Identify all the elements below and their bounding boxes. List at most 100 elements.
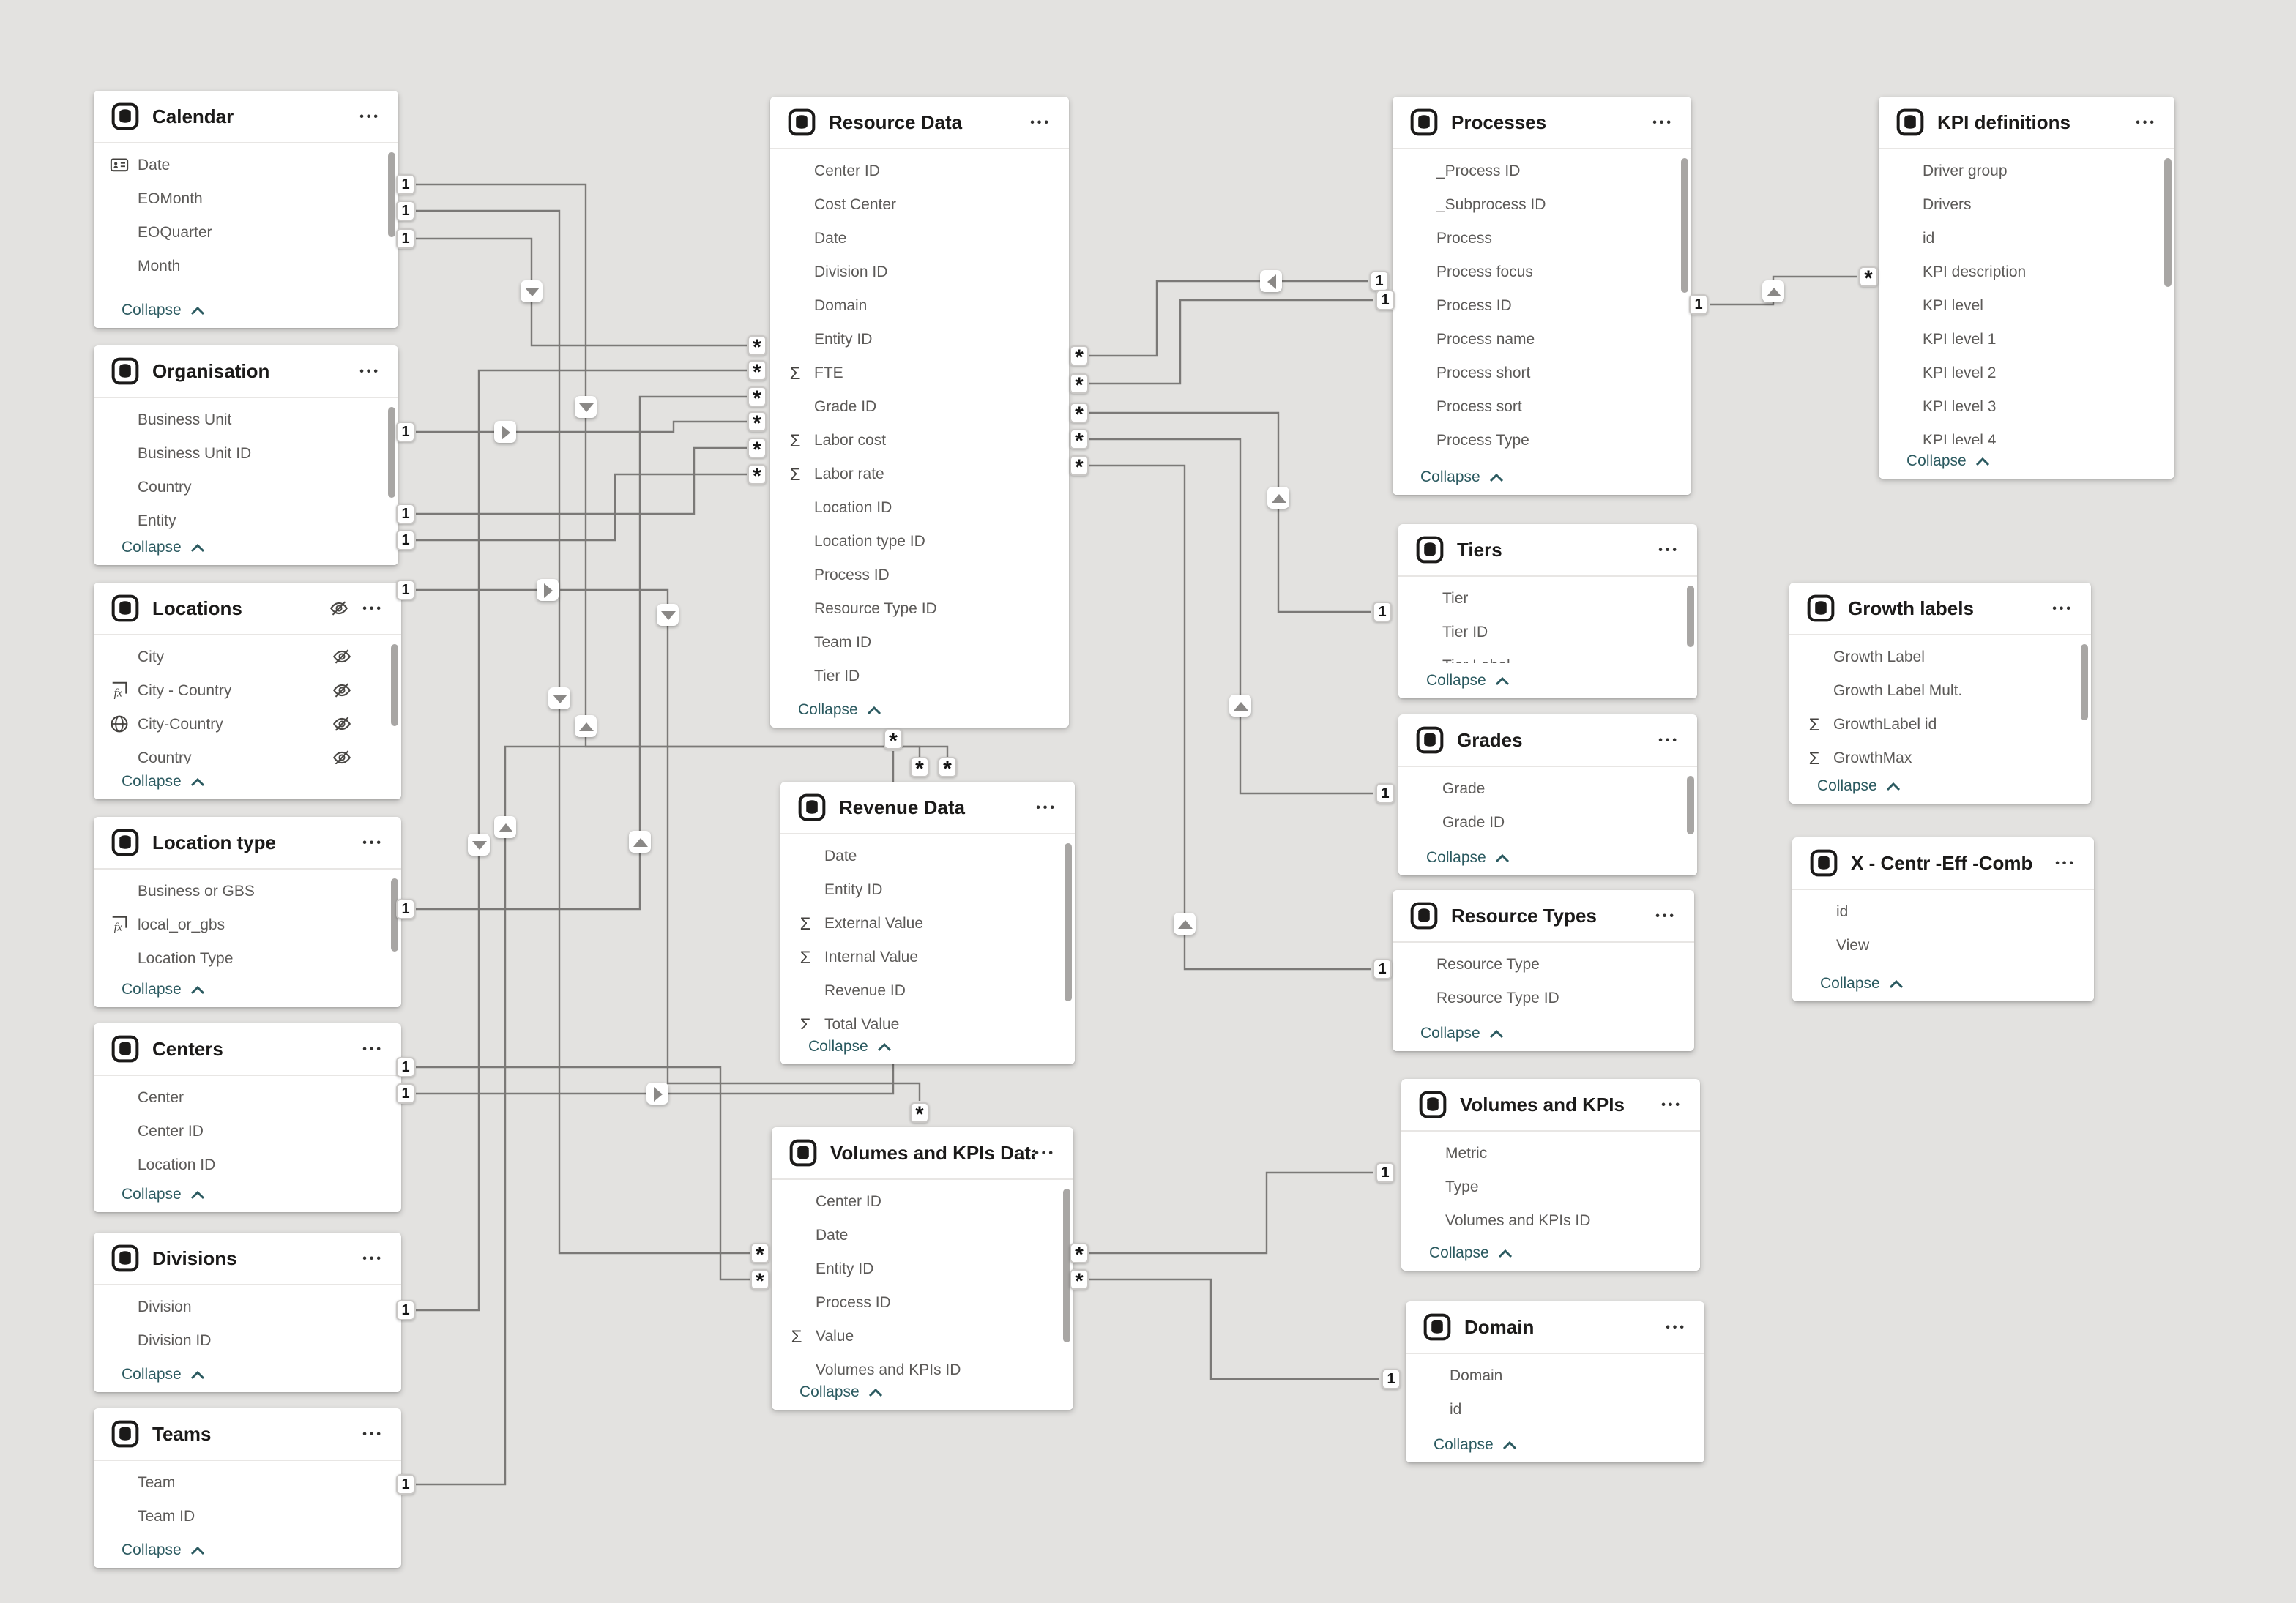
collapse-button[interactable]: Collapse [94, 293, 398, 328]
table-card-calendar[interactable]: Calendar ••• Date EOMonth EOQuarter Mont… [94, 91, 398, 328]
table-card-locations[interactable]: Locations ••• City fx City - Country [94, 583, 401, 799]
field-row[interactable]: Business or GBS [94, 874, 401, 908]
field-row[interactable]: Resource Type ID [1393, 981, 1694, 1015]
field-row[interactable]: Metric [1401, 1136, 1700, 1170]
table-card-header[interactable]: Calendar ••• [94, 91, 398, 143]
field-row[interactable]: Process [1393, 221, 1691, 255]
field-row[interactable]: Team ID [770, 625, 1069, 659]
collapse-button[interactable]: Collapse [94, 1357, 401, 1392]
field-row[interactable]: Process ID [1393, 288, 1691, 322]
table-card-domain[interactable]: Domain ••• Domain id Collapse [1406, 1301, 1704, 1462]
card-scrollbar[interactable] [1687, 776, 1694, 834]
table-card-grades[interactable]: Grades ••• Grade Grade ID Collapse [1398, 714, 1697, 875]
more-options-icon[interactable]: ••• [1035, 1146, 1056, 1159]
table-card-header[interactable]: Volumes and KPIs Data ••• [772, 1127, 1073, 1180]
field-row[interactable]: Date [770, 221, 1069, 255]
more-options-icon[interactable]: ••• [2055, 856, 2076, 870]
filter-direction-arrow-up[interactable] [494, 816, 516, 838]
table-card-header[interactable]: X - Centr -Eff -Comb ••• [1792, 837, 2094, 890]
field-row[interactable]: Drivers [1879, 187, 2174, 221]
field-row[interactable]: Center ID [94, 1114, 401, 1148]
filter-direction-arrow-down[interactable] [521, 280, 543, 302]
field-row[interactable]: Resource Type [1393, 947, 1694, 981]
field-row[interactable]: Team [94, 1465, 401, 1499]
more-options-icon[interactable]: ••• [362, 1252, 384, 1265]
table-card-header[interactable]: Domain ••• [1406, 1301, 1704, 1354]
field-row[interactable]: Cost Center [770, 187, 1069, 221]
field-row[interactable]: Process sort [1393, 389, 1691, 423]
field-row[interactable]: Division ID [94, 1323, 401, 1357]
filter-direction-arrow-down[interactable] [468, 834, 490, 856]
field-row[interactable]: Location type ID [770, 524, 1069, 558]
filter-direction-arrow-down[interactable] [575, 396, 597, 418]
field-row[interactable]: Σ Value [772, 1319, 1073, 1353]
field-row[interactable]: Entity ID [772, 1252, 1073, 1285]
table-card-centers[interactable]: Centers ••• Center Center ID Location ID… [94, 1023, 401, 1212]
field-row[interactable]: Grade ID [770, 389, 1069, 423]
table-card-header[interactable]: Grades ••• [1398, 714, 1697, 767]
field-row[interactable]: Type [1401, 1170, 1700, 1203]
field-row[interactable]: Entity [94, 504, 398, 537]
field-row[interactable]: Business Unit [94, 403, 398, 436]
collapse-button[interactable]: Collapse [770, 692, 1069, 728]
field-row[interactable]: Team ID [94, 1499, 401, 1533]
table-card-header[interactable]: Organisation ••• [94, 345, 398, 398]
table-card-kpi-definitions[interactable]: KPI definitions ••• Driver group Drivers… [1879, 97, 2174, 479]
table-card-organisation[interactable]: Organisation ••• Business Unit Business … [94, 345, 398, 565]
card-scrollbar[interactable] [1065, 843, 1072, 1001]
more-options-icon[interactable]: ••• [1652, 116, 1674, 129]
field-row[interactable]: City-Country [94, 707, 401, 741]
field-row[interactable]: Division [94, 1290, 401, 1323]
more-options-icon[interactable]: ••• [359, 365, 381, 378]
table-card-tiers[interactable]: Tiers ••• Tier Tier ID Tier Label Collap… [1398, 524, 1697, 698]
field-row[interactable]: Σ Internal Value [780, 940, 1075, 974]
more-options-icon[interactable]: ••• [1658, 543, 1680, 556]
table-card-header[interactable]: Resource Data ••• [770, 97, 1069, 149]
filter-direction-arrow-down[interactable] [657, 604, 679, 626]
collapse-button[interactable]: Collapse [772, 1375, 1073, 1410]
card-scrollbar[interactable] [388, 407, 395, 498]
field-row[interactable]: EOQuarter [94, 215, 398, 249]
field-row[interactable]: Division ID [770, 255, 1069, 288]
filter-direction-arrow-up[interactable] [1762, 280, 1784, 302]
field-row[interactable]: Center ID [770, 154, 1069, 187]
field-row[interactable]: Growth Label Mult. [1789, 673, 2091, 707]
card-scrollbar[interactable] [2081, 644, 2088, 720]
filter-direction-arrow-right[interactable] [646, 1083, 668, 1105]
field-row[interactable]: Location ID [770, 490, 1069, 524]
field-row[interactable]: Driver group [1879, 154, 2174, 187]
field-row[interactable]: Entity ID [780, 873, 1075, 906]
table-card-header[interactable]: KPI definitions ••• [1879, 97, 2174, 149]
field-row[interactable]: Σ Labor cost [770, 423, 1069, 457]
collapse-button[interactable]: Collapse [1789, 769, 2091, 804]
filter-direction-arrow-left[interactable] [1260, 270, 1282, 292]
table-card-x-centr-eff-comb[interactable]: X - Centr -Eff -Comb ••• id View Collaps… [1792, 837, 2094, 1001]
table-card-location-type[interactable]: Location type ••• Business or GBS fx loc… [94, 817, 401, 1007]
field-row[interactable]: Σ GrowthLabel id [1789, 707, 2091, 741]
field-row[interactable]: Business Unit ID [94, 436, 398, 470]
field-row[interactable]: Volumes and KPIs ID [1401, 1203, 1700, 1237]
more-options-icon[interactable]: ••• [2052, 602, 2073, 615]
card-scrollbar[interactable] [1681, 158, 1688, 293]
collapse-button[interactable]: Collapse [94, 530, 398, 565]
field-row[interactable]: Center [94, 1080, 401, 1114]
field-row[interactable]: id [1406, 1392, 1704, 1426]
field-row[interactable]: KPI level 1 [1879, 322, 2174, 356]
table-card-header[interactable]: Volumes and KPIs ••• [1401, 1079, 1700, 1132]
field-row[interactable]: Σ Labor rate [770, 457, 1069, 490]
collapse-button[interactable]: Collapse [1398, 663, 1697, 698]
table-card-header[interactable]: Revenue Data ••• [780, 782, 1075, 834]
field-row[interactable]: Process ID [772, 1285, 1073, 1319]
table-card-revenue-data[interactable]: Revenue Data ••• Date Entity ID Σ Extern… [780, 782, 1075, 1064]
collapse-button[interactable]: Collapse [1879, 444, 2174, 479]
collapse-button[interactable]: Collapse [94, 764, 401, 799]
card-scrollbar[interactable] [391, 878, 398, 952]
collapse-button[interactable]: Collapse [780, 1029, 1075, 1064]
field-row[interactable]: KPI description [1879, 255, 2174, 288]
table-card-header[interactable]: Divisions ••• [94, 1233, 401, 1285]
card-scrollbar[interactable] [391, 644, 398, 726]
field-row[interactable]: Process focus [1393, 255, 1691, 288]
filter-direction-arrow-up[interactable] [629, 831, 651, 853]
collapse-button[interactable]: Collapse [1393, 1016, 1694, 1051]
filter-direction-arrow-up[interactable] [1229, 695, 1251, 717]
